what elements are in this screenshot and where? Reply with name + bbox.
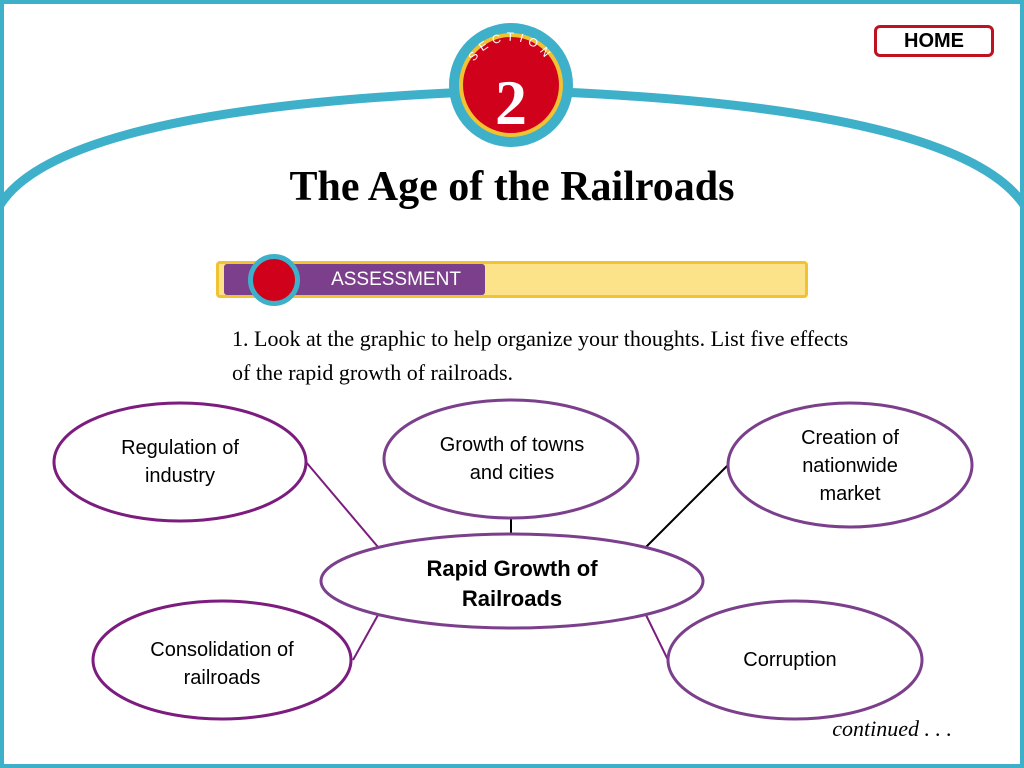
connector-corruption [645,614,669,661]
node-label-towns: Growth of towns and cities [439,434,585,484]
assessment-label: ASSESSMENT [331,268,461,290]
center-ellipse [319,532,705,630]
continued-note: continued . . . [832,716,952,741]
node-label-regulation: Regulation of industry [121,437,239,487]
connector-consolidation [352,614,379,661]
node-label-corruption: Corruption [743,649,837,671]
node-ellipse-market [726,401,974,529]
node-ellipse-corruption [666,599,924,721]
page-title: The Age of the Railroads [289,164,735,210]
node-ellipse-consolidation [91,599,353,721]
node-label-market: Creation of nationwide market [801,427,899,505]
badge-section-number: 2 [495,67,527,138]
node-label-consolidation: Consolidation of railroads [150,639,294,689]
node-ellipse-regulation [52,401,308,523]
connector-market [645,464,729,548]
badge-red-disc [463,37,559,133]
node-ellipse-towns [382,398,640,520]
connector-regulation [305,461,379,548]
question-text: 1. Look at the graphic to help organize … [232,326,849,385]
center-label: Rapid Growth of Railroads [426,556,598,611]
home-button[interactable]: HOME [874,25,994,57]
assessment-dot-icon [248,254,300,306]
section-badge: SECTION 2 [449,23,573,147]
